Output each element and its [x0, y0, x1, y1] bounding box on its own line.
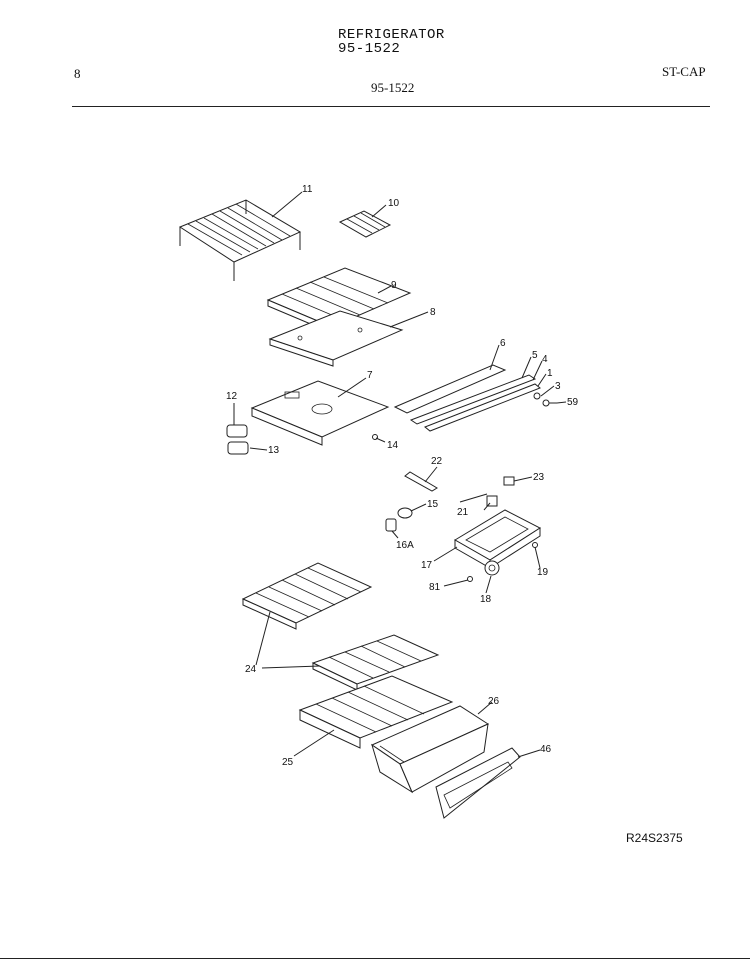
callout-16a: 16A: [396, 540, 414, 551]
callout-leader-lines: [233, 191, 567, 758]
callout-46: 46: [540, 744, 552, 755]
part-19-screw: [532, 542, 538, 548]
callout-19: 19: [537, 567, 549, 578]
callout-17: 17: [421, 560, 433, 571]
page-title: REFRIGERATOR: [338, 27, 445, 43]
part-6-rail: [393, 364, 507, 414]
callout-5: 5: [532, 350, 538, 361]
part-12-clip: [226, 424, 248, 438]
footer-rule: [0, 958, 750, 959]
callout-4: 4: [542, 354, 548, 365]
part-24-lower-shelf: [311, 634, 440, 691]
callout-14: 14: [387, 440, 399, 451]
callout-1: 1: [547, 368, 553, 379]
part-10-vent-grille: [338, 210, 392, 238]
model-number-center: 95-1522: [371, 80, 415, 95]
callout-9: 9: [391, 280, 397, 291]
part-46-drawer-front: [435, 747, 521, 819]
part-15-bulb: [397, 507, 413, 519]
callout-10: 10: [388, 198, 400, 209]
part-22-rod: [404, 471, 438, 492]
header-rule: [72, 106, 710, 107]
callout-81: 81: [429, 582, 441, 593]
part-16a-socket: [385, 518, 397, 532]
part-23-clip: [503, 476, 515, 486]
callout-8: 8: [430, 307, 436, 318]
part-3-59-screws: [533, 392, 557, 407]
part-24-upper-shelf: [241, 562, 373, 630]
section-code: ST-CAP: [662, 64, 706, 79]
part-81-screw: [467, 576, 473, 582]
page-number: 8: [74, 66, 81, 81]
callout-6: 6: [500, 338, 506, 349]
callout-labels: 11 10 9 8 6 5 4 1 3 59 7 12 13 14 22 23 …: [226, 184, 579, 768]
part-26-crisper-pan: [370, 705, 490, 794]
callout-12: 12: [226, 391, 238, 402]
part-5-4-1-rails: [409, 374, 541, 432]
part-11-wire-shelf: [178, 199, 302, 281]
callout-24: 24: [245, 664, 257, 675]
callout-7: 7: [367, 370, 373, 381]
callout-11: 11: [302, 184, 313, 195]
callout-13: 13: [268, 445, 280, 456]
drawing-code: R24S2375: [626, 831, 683, 845]
callout-18: 18: [480, 594, 492, 605]
callout-26: 26: [488, 696, 500, 707]
part-25-crisper-cover: [298, 675, 454, 749]
callout-59: 59: [567, 397, 579, 408]
callout-21: 21: [457, 507, 469, 518]
callout-25: 25: [282, 757, 294, 768]
part-18-knob: [484, 560, 500, 576]
part-7-divider-plate: [250, 380, 390, 446]
part-17-light-housing: [454, 509, 542, 569]
callout-3: 3: [555, 381, 561, 392]
callout-15: 15: [427, 499, 439, 510]
part-8-divider-cover: [268, 310, 404, 367]
callout-22: 22: [431, 456, 443, 467]
model-number-top: 95-1522: [338, 41, 401, 57]
callout-23: 23: [533, 472, 545, 483]
part-13-clip: [227, 441, 249, 455]
part-21-switch: [459, 493, 498, 507]
